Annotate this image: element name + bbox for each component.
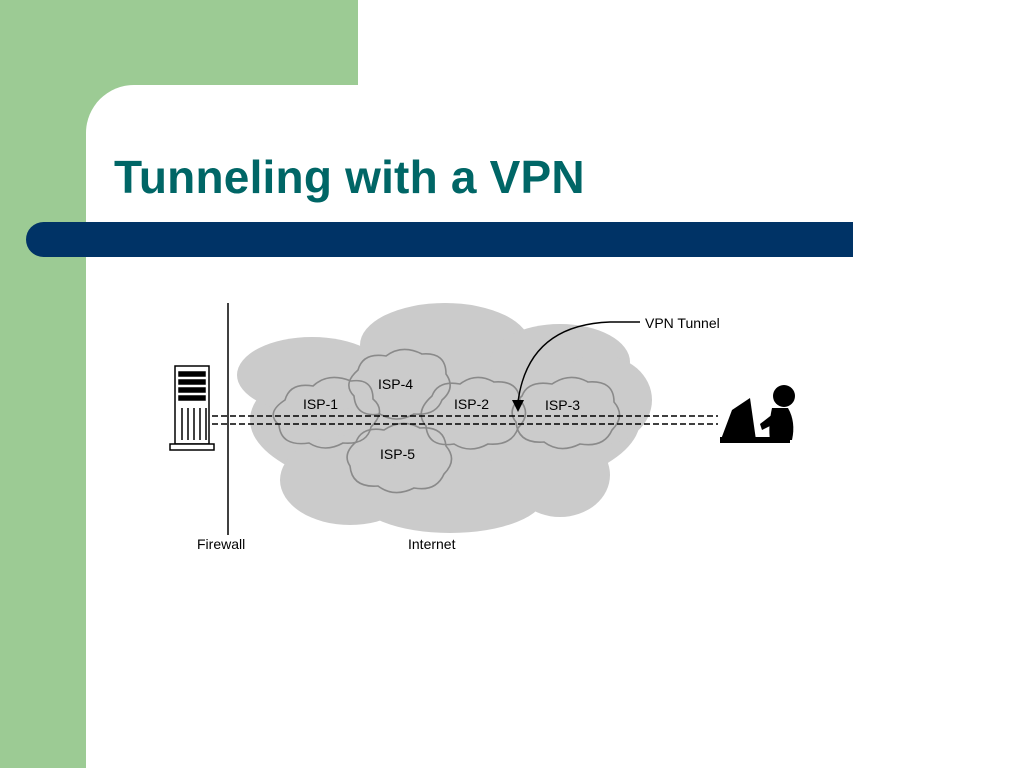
- remote-user-icon: [720, 385, 795, 443]
- isp-3-label: ISP-3: [545, 397, 580, 413]
- vpn-tunnel-label: VPN Tunnel: [645, 315, 720, 331]
- title-underline-bar: [26, 222, 853, 257]
- isp-4-label: ISP-4: [378, 376, 413, 392]
- isp-4-cloud: [348, 348, 451, 420]
- internet-cloud-icon: [237, 303, 652, 533]
- isp-5-label: ISP-5: [380, 446, 415, 462]
- arrow-icon: [517, 321, 640, 403]
- arrow-head-icon: [512, 400, 524, 412]
- firewall-label: Firewall: [197, 536, 245, 552]
- isp-3-cloud: [511, 376, 621, 450]
- isp-2-label: ISP-2: [454, 396, 489, 412]
- isp-5-cloud: [346, 422, 453, 494]
- server-icon: [169, 365, 215, 451]
- slide-title: Tunneling with a VPN: [114, 151, 585, 203]
- isp-1-cloud: [272, 376, 381, 449]
- vpn-tunnel-lines: [212, 415, 718, 425]
- internet-label: Internet: [408, 536, 456, 552]
- isp-2-cloud: [420, 376, 527, 450]
- isp-1-label: ISP-1: [303, 396, 338, 412]
